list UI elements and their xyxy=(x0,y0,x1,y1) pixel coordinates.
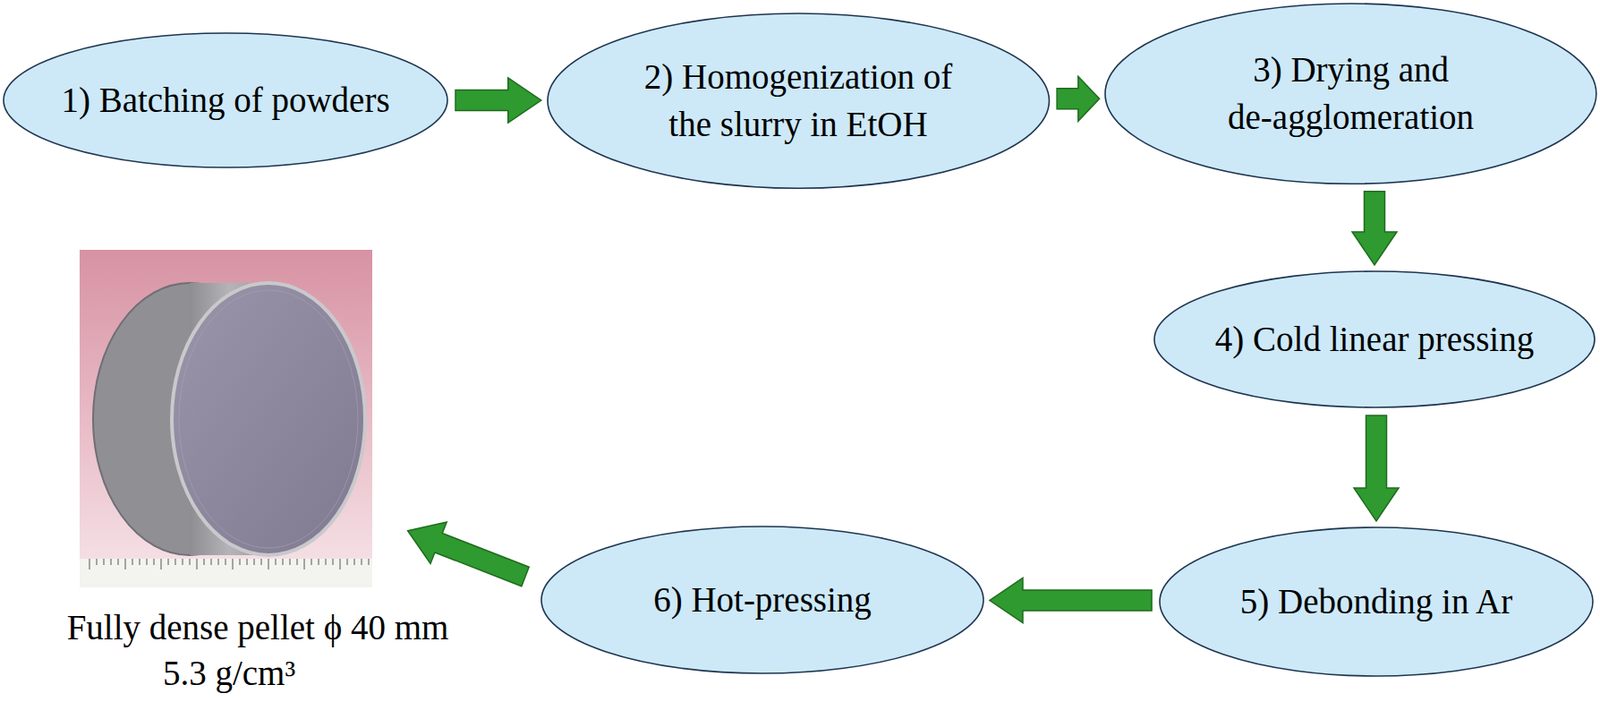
ellipse-outline xyxy=(1104,2,1598,185)
step-label: 6) Hot-pressing xyxy=(653,576,872,624)
block-arrow xyxy=(400,509,535,597)
block-arrow xyxy=(989,578,1152,623)
block-arrow xyxy=(1056,76,1099,121)
block-arrow xyxy=(455,77,542,123)
process-ellipse: 5) Debonding in Ar xyxy=(1158,526,1594,677)
step-label: 1) Batching of powders xyxy=(60,76,390,125)
step-label: 3) Drying and de-agglomeration xyxy=(1172,46,1531,141)
process-ellipse: 3) Drying and de-agglomeration xyxy=(1104,2,1598,185)
process-ellipse: 1) Batching of powders xyxy=(2,32,449,169)
ellipse-outline xyxy=(546,12,1050,189)
step-label: 4) Cold linear pressing xyxy=(1215,315,1534,364)
caption-text: 5.3 g/cm³ xyxy=(162,653,296,694)
step-label: 2) Homogenization of the slurry in EtOH xyxy=(619,53,978,148)
process-ellipse: 2) Homogenization of the slurry in EtOH xyxy=(546,12,1050,189)
step-label: 5) Debonding in Ar xyxy=(1240,578,1513,626)
process-ellipse: 6) Hot-pressing xyxy=(540,525,985,674)
block-arrow xyxy=(1352,191,1397,265)
photo-image xyxy=(79,249,373,588)
caption-text: Fully dense pellet ϕ 40 mm xyxy=(67,607,450,648)
process-ellipse: 4) Cold linear pressing xyxy=(1153,270,1596,409)
block-arrow xyxy=(1353,415,1399,521)
